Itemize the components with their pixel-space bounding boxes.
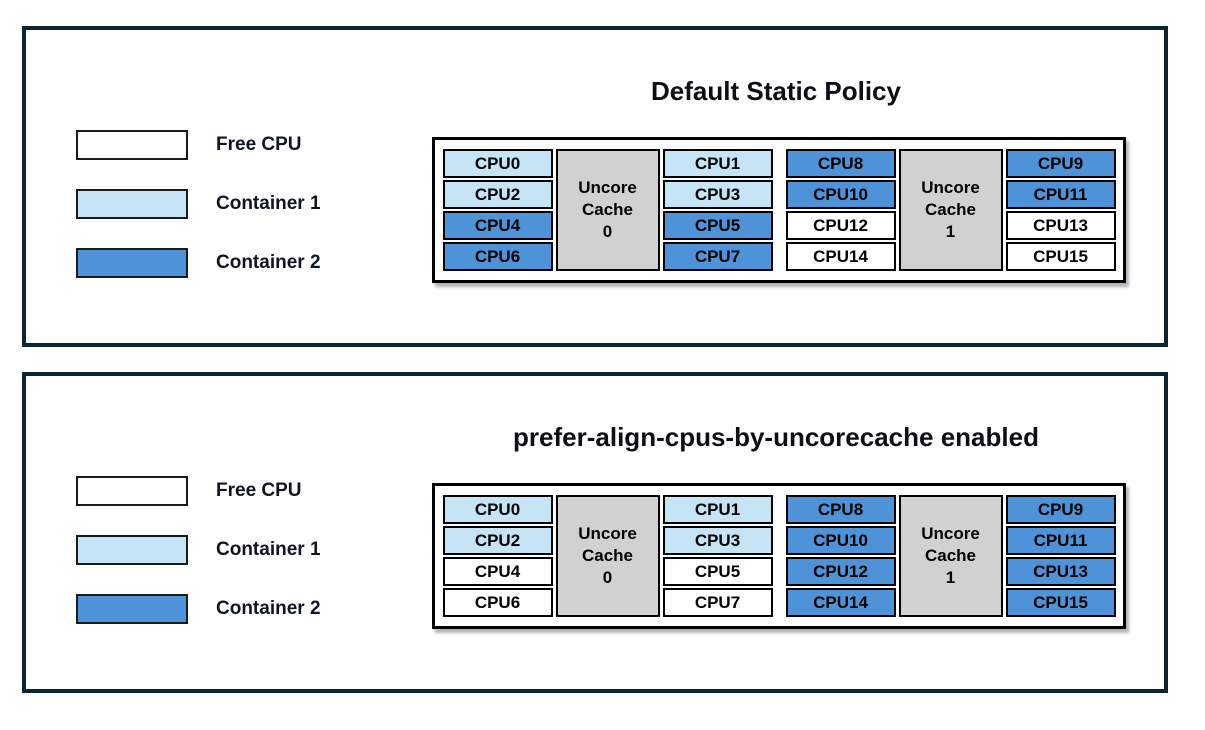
legend-label: Container 2 <box>216 598 321 619</box>
legend-item-container1: Container 1 <box>76 189 321 219</box>
cpu-cell-cpu13: CPU13 <box>1005 211 1116 240</box>
uncore-cache-label-line: 1 <box>945 568 956 588</box>
cpu-cell-cpu6: CPU6 <box>442 588 553 617</box>
legend-label: Container 1 <box>216 539 321 560</box>
legend-item-free: Free CPU <box>76 476 321 506</box>
uncore-cache-label-line: 0 <box>602 222 613 242</box>
legend-swatch-container1 <box>76 189 188 219</box>
uncore-cache-label-line: Cache <box>924 199 977 219</box>
cpu-cell-cpu2: CPU2 <box>442 526 553 555</box>
cpu-cell-cpu10: CPU10 <box>785 180 896 209</box>
cpu-cell-cpu4: CPU4 <box>442 211 553 240</box>
cpu-cell-cpu7: CPU7 <box>662 588 773 617</box>
cpu-cell-cpu1: CPU1 <box>662 149 773 178</box>
cpu-cell-cpu5: CPU5 <box>662 211 773 240</box>
cpu-cell-cpu8: CPU8 <box>785 495 896 524</box>
cpu-cell-cpu4: CPU4 <box>442 557 553 586</box>
panel-prefer-align-enabled: prefer-align-cpus-by-uncorecache enabled… <box>22 372 1168 693</box>
cpu-cell-cpu9: CPU9 <box>1005 495 1116 524</box>
cpu-cell-cpu14: CPU14 <box>785 242 896 271</box>
cpu-cell-cpu10: CPU10 <box>785 526 896 555</box>
legend-label: Container 2 <box>216 252 321 273</box>
legend-item-free: Free CPU <box>76 130 321 160</box>
legend: Free CPU Container 1 Container 2 <box>76 476 321 624</box>
legend-label: Free CPU <box>216 134 302 155</box>
uncore-cache-label-line: 1 <box>945 222 956 242</box>
uncore-cache-label-line: Uncore <box>578 523 637 543</box>
cpu-cell-cpu9: CPU9 <box>1005 149 1116 178</box>
cpu-cell-cpu1: CPU1 <box>662 495 773 524</box>
legend-swatch-free <box>76 476 188 506</box>
cpu-cell-cpu15: CPU15 <box>1005 588 1116 617</box>
cpu-cell-cpu15: CPU15 <box>1005 242 1116 271</box>
uncore-cache-label-line: Cache <box>581 545 634 565</box>
legend-item-container1: Container 1 <box>76 535 321 565</box>
legend-item-container2: Container 2 <box>76 594 321 624</box>
uncore-cache-label-line: Uncore <box>578 177 637 197</box>
legend-item-container2: Container 2 <box>76 248 321 278</box>
cpu-cell-cpu3: CPU3 <box>662 180 773 209</box>
legend-label: Free CPU <box>216 480 302 501</box>
cpu-cell-cpu6: CPU6 <box>442 242 553 271</box>
panel-title: prefer-align-cpus-by-uncorecache enabled <box>513 422 1039 452</box>
panel-default-static-policy: Default Static Policy Free CPU Container … <box>22 26 1168 347</box>
legend-swatch-container2 <box>76 248 188 278</box>
uncore-cache-label-line: Uncore <box>921 523 980 543</box>
cpu-cell-cpu8: CPU8 <box>785 149 896 178</box>
uncore-cache-label-line: 0 <box>602 568 613 588</box>
cpu-cell-cpu12: CPU12 <box>785 211 896 240</box>
uncore-cache-label-line: Cache <box>581 199 634 219</box>
cpu-cell-cpu12: CPU12 <box>785 557 896 586</box>
uncore-cache-label-line: Uncore <box>921 177 980 197</box>
cpu-cell-cpu14: CPU14 <box>785 588 896 617</box>
panel-title: Default Static Policy <box>651 76 901 106</box>
cpu-cell-cpu11: CPU11 <box>1005 526 1116 555</box>
uncore-cache-label-line: Cache <box>924 545 977 565</box>
cpu-cell-cpu11: CPU11 <box>1005 180 1116 209</box>
cpu-cell-cpu0: CPU0 <box>442 149 553 178</box>
legend: Free CPU Container 1 Container 2 <box>76 130 321 278</box>
legend-swatch-container1 <box>76 535 188 565</box>
legend-swatch-container2 <box>76 594 188 624</box>
cpu-cell-cpu3: CPU3 <box>662 526 773 555</box>
cpu-cell-cpu13: CPU13 <box>1005 557 1116 586</box>
cpu-cell-cpu5: CPU5 <box>662 557 773 586</box>
cpu-cell-cpu7: CPU7 <box>662 242 773 271</box>
legend-label: Container 1 <box>216 193 321 214</box>
cpu-cell-cpu0: CPU0 <box>442 495 553 524</box>
cpu-cell-cpu2: CPU2 <box>442 180 553 209</box>
legend-swatch-free <box>76 130 188 160</box>
